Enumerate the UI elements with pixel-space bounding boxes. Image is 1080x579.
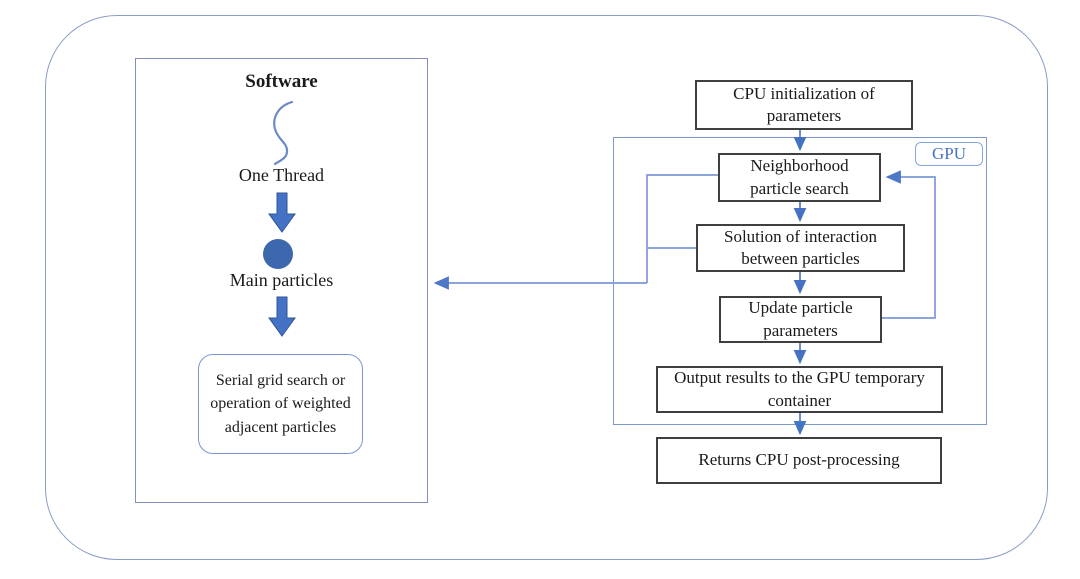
main-particles-label: Main particles [229, 270, 334, 290]
box-solution-interaction-text: Solution of interaction between particle… [724, 226, 877, 268]
box-update-parameters: Update particle parameters [719, 296, 882, 343]
software-panel-title: Software [245, 71, 318, 92]
box-update-parameters-text: Update particle parameters [748, 298, 853, 340]
box-solution-interaction: Solution of interaction between particle… [696, 224, 905, 272]
software-panel: Software One Thread Main particles Seria… [135, 58, 428, 503]
serial-grid-search-text: Serial grid search or operation of weigh… [210, 372, 351, 436]
box-cpu-initialization: CPU initialization of parameters [695, 80, 913, 130]
down-arrow-icon [267, 192, 296, 233]
serial-grid-search-box: Serial grid search or operation of weigh… [198, 354, 363, 454]
box-neighborhood-search-text: Neighborhood particle search [750, 156, 849, 198]
thread-squiggle-icon [272, 100, 293, 166]
gpu-label-text: GPU [931, 144, 966, 163]
main-particles-node-icon [263, 239, 293, 269]
one-thread-label: One Thread [238, 165, 325, 185]
gpu-label: GPU [915, 142, 983, 166]
box-returns-post-processing: Returns CPU post-processing [656, 437, 942, 484]
down-arrow-icon [267, 296, 296, 337]
box-cpu-initialization-text: CPU initialization of parameters [733, 83, 875, 125]
box-returns-post-processing-text: Returns CPU post-processing [698, 450, 900, 470]
box-output-results: Output results to the GPU temporary cont… [656, 366, 943, 413]
box-neighborhood-search: Neighborhood particle search [718, 153, 881, 202]
box-output-results-text: Output results to the GPU temporary cont… [674, 368, 925, 410]
